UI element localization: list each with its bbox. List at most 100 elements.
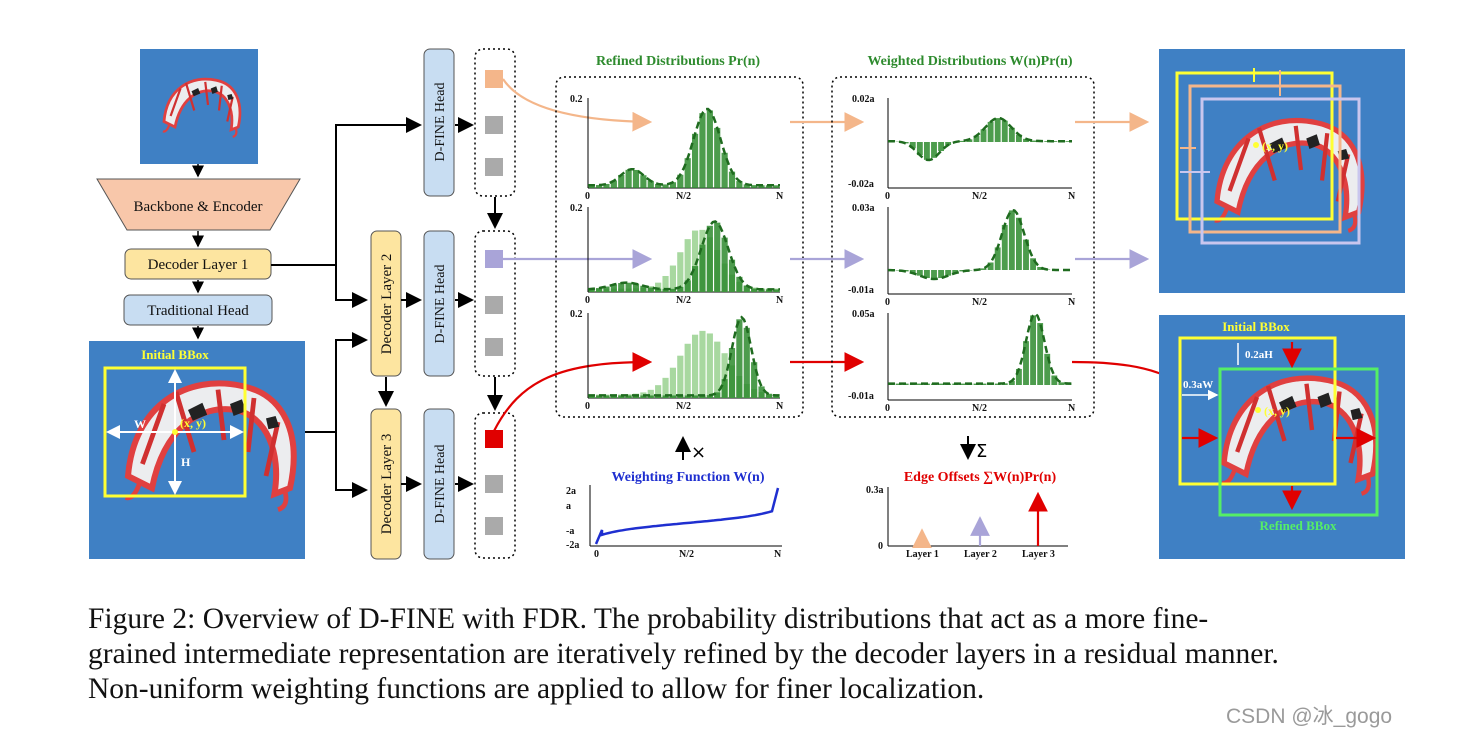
refined-bar [588,185,595,188]
offset-h-label: 0.2aH [1245,349,1273,361]
refined-bar [595,185,603,188]
figure-caption: Figure 2: Overview of D-FINE with FDR. T… [88,602,1388,707]
refined-bar [728,259,736,292]
weighted-bar [966,139,973,142]
refined-bar [669,182,677,188]
refined-xtick: 0 [585,295,590,306]
refined-bar [721,237,728,292]
refined-xtick: N [776,401,784,412]
refined-bar [647,395,654,398]
refined-ytick: 0.2 [570,309,583,320]
weighted-bar [1023,341,1029,385]
refined-bar [632,395,640,398]
refined-bar [714,127,721,188]
bottom-center-label: (x, y) [1264,404,1290,418]
eo-layer-label: Layer 3 [1022,549,1055,560]
refined-curve [587,220,780,291]
refined-bar [721,152,728,188]
weighted-bar [994,118,1001,142]
weighted-curve [888,208,1072,281]
initial-bbox-label: Initial BBox [141,347,209,362]
weighted-bar [952,270,959,274]
refined-curve [588,107,780,187]
weighted-bar [916,270,923,276]
refined-bar [655,288,662,292]
refined-bar [736,276,743,292]
eo-ytick: 0 [878,541,883,552]
caption-line-1: Figure 2: Overview of D-FINE with FDR. T… [88,603,1209,635]
weighted-title: Weighted Distributions W(n)Pr(n) [867,54,1072,69]
refined-ytick: 0.2 [570,203,583,214]
weighted-bar [1023,138,1029,142]
refined-bar [640,175,647,188]
weighted-xtick: N/2 [972,191,987,202]
weighted-bar [1008,210,1015,270]
sum-operator: Σ [976,441,987,462]
refined-bar [743,285,750,292]
weighted-bar [938,383,945,385]
weighted-panel [831,76,1095,418]
refined-bar [684,395,691,398]
weighted-bar [916,383,923,385]
refined-bar [684,158,691,188]
weighted-bar [1037,323,1044,385]
refined-bar [640,395,647,398]
refined-bar [684,280,691,292]
weighted-xtick: 0 [885,297,890,308]
edge-offsets-title: Edge Offsets ∑W(n)Pr(n) [904,470,1057,485]
weighted-ytick-top: 0.02a [852,94,875,105]
weighted-bar [959,270,966,272]
weighted-bar [1051,375,1058,385]
refined-bar [728,171,736,188]
refined-ghost-bar [677,355,684,398]
refined-bar [714,222,721,292]
refined-ghost-bar [655,385,662,398]
offset-w-label: 0.3aW [1183,379,1213,391]
caption-line-2: grained intermediate representation are … [88,638,1279,670]
weighted-xtick: N [1068,191,1076,202]
weighted-curve [888,116,1072,162]
refined-bar [625,282,632,292]
weighted-bar [923,142,930,160]
refined-ghost-bar [669,265,677,292]
h-label: H [181,455,191,469]
refined-bar [714,392,721,398]
decoder1-label: Decoder Layer 1 [148,257,249,273]
token-column-2 [474,230,516,377]
refined-bar [773,289,780,292]
refined-bbox-label: Refined BBox [1260,518,1337,533]
weighted-xtick: 0 [885,191,890,202]
refined-bar [765,289,773,292]
weighted-bar [1030,258,1037,270]
weighted-bar [1023,239,1029,270]
refined-bar [758,185,765,188]
weighted-bar [980,268,987,270]
refined-bar [706,225,713,292]
wf-xtick: 0 [594,549,599,560]
refined-bar [618,283,625,292]
refined-bar [588,288,595,292]
refined-panel [555,76,804,418]
weighted-bar [1001,224,1008,270]
weighted-bar [994,383,1001,385]
refined-ghost-bar [677,252,684,292]
weighted-bar [980,383,987,385]
dfine-head-1-label: D-FINE Head [433,83,448,162]
token-column-3 [474,412,516,559]
refined-bar [662,184,669,188]
refined-ghost-bar [706,333,713,398]
weighted-bar [1015,368,1022,385]
backbone-encoder-block: Backbone & Encoder [96,178,301,231]
refined-bar [655,395,662,398]
weighted-bar [923,270,930,279]
weighted-bar [931,270,937,279]
input-thumbnail [140,49,258,164]
decoder2-label: Decoder Layer 2 [379,254,395,355]
